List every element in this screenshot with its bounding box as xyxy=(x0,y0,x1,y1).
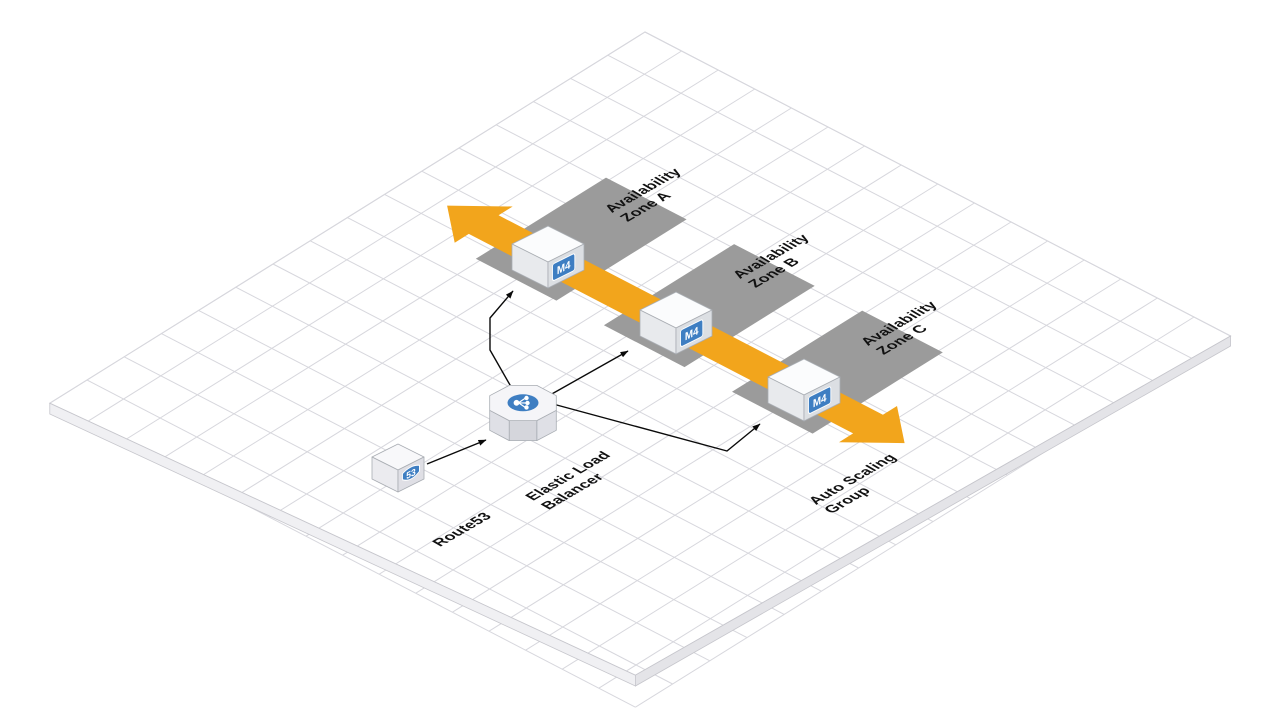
m4-1-badge: M4 xyxy=(552,253,576,281)
elastic-load-balancer-icon[interactable] xyxy=(489,384,557,442)
connector-route53-to-elb xyxy=(426,439,487,465)
connector-elb-to-instance-2 xyxy=(549,350,629,396)
connectors xyxy=(426,290,761,465)
m4-instance-1-icon[interactable]: M4 xyxy=(511,225,585,289)
route53-icon[interactable]: 53 xyxy=(371,443,425,493)
m4-instance-2-icon[interactable]: M4 xyxy=(639,291,713,355)
elb-side-face-front xyxy=(508,420,538,442)
m4-3-badge: M4 xyxy=(808,386,832,414)
m4-instance-3-icon[interactable]: M4 xyxy=(767,358,841,422)
route53-badge-text: 53 xyxy=(406,467,415,483)
connector-elb-to-instance-3 xyxy=(552,403,761,452)
connector-elb-to-instance-1 xyxy=(489,290,515,393)
elb-fork-glyph xyxy=(513,395,530,410)
route53-badge: 53 xyxy=(402,464,420,483)
m4-2-badge: M4 xyxy=(680,319,704,347)
plane-edge-right xyxy=(635,335,1231,687)
